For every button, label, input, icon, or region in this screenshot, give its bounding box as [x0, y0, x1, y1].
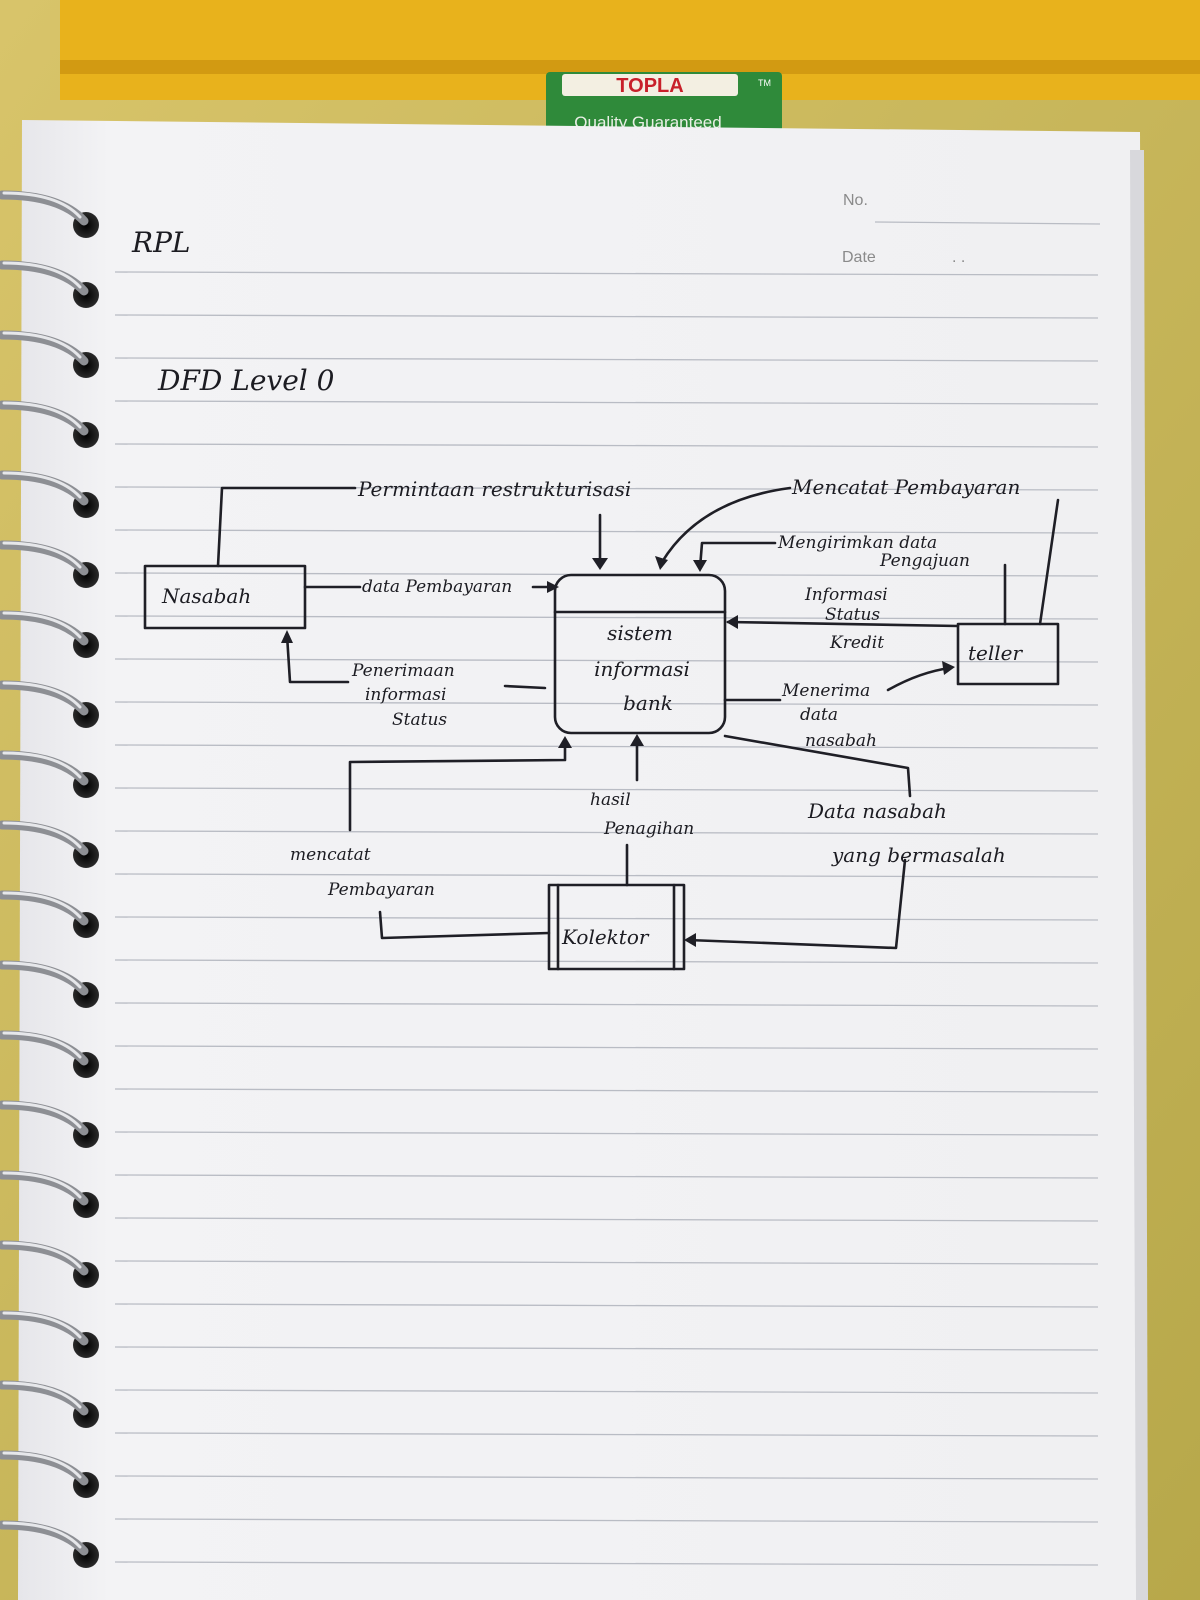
ruled-line [114, 1303, 1099, 1308]
ruled-line [114, 1217, 1099, 1222]
svg-text:informasi: informasi [365, 685, 446, 705]
svg-text:Data nasabah: Data nasabah [807, 799, 947, 823]
diagram-title: DFD Level 0 [157, 364, 334, 397]
ruled-line [114, 959, 1099, 964]
svg-text:Status: Status [392, 710, 447, 730]
ruled-line [114, 1260, 1099, 1265]
date-dots: . . [952, 249, 965, 266]
ruled-line [114, 916, 1099, 921]
ruled-line [114, 1174, 1099, 1179]
svg-text:Menerima: Menerima [781, 681, 870, 701]
ruled-line [114, 744, 1099, 749]
svg-text:data Pembayaran: data Pembayaran [362, 577, 512, 597]
ruled-line [114, 787, 1099, 792]
svg-text:Penagihan: Penagihan [603, 819, 694, 839]
svg-text:Informasi: Informasi [804, 585, 888, 605]
svg-text:Pembayaran: Pembayaran [327, 880, 435, 900]
number-label: No. [843, 192, 868, 209]
flow-hasil-penagihan: hasil Penagihan [590, 734, 694, 887]
date-label: Date [842, 249, 876, 266]
ruled-lines [114, 271, 1099, 1566]
svg-text:hasil: hasil [590, 790, 631, 810]
ruled-line [114, 1045, 1099, 1050]
entity-teller: teller [956, 622, 1060, 686]
flow-permintaan-restrukturisasi: Permintaan restrukturisasi [216, 477, 631, 570]
ruled-line [114, 615, 1099, 620]
flow-menerima-data-nasabah: Menerima data nasabah [723, 661, 955, 751]
entity-nasabah: Nasabah [143, 564, 307, 630]
flow-data-pembayaran: data Pembayaran [303, 577, 559, 597]
ruled-line [114, 701, 1099, 706]
svg-text:informasi: informasi [594, 657, 690, 681]
ruled-line [114, 1002, 1099, 1007]
ruled-line [114, 1475, 1099, 1480]
ruled-line [114, 873, 1099, 878]
svg-text:mencatat: mencatat [290, 845, 371, 865]
svg-text:sistem: sistem [607, 621, 673, 645]
entity-kolektor: Kolektor [547, 883, 686, 971]
ruled-line [114, 1389, 1099, 1394]
subject-heading: RPL [131, 226, 191, 259]
svg-text:yang bermasalah: yang bermasalah [831, 843, 1006, 867]
ruled-line [114, 271, 1099, 276]
brand-name: TOPLA [616, 75, 683, 97]
svg-text:nasabah: nasabah [805, 731, 877, 751]
ruled-line [114, 830, 1099, 835]
svg-text:Mencatat Pembayaran: Mencatat Pembayaran [791, 475, 1020, 499]
svg-text:bank: bank [623, 691, 673, 715]
ruled-line [114, 443, 1099, 448]
flow-mencatat-pembayaran-kolektor: mencatat Pembayaran [290, 736, 572, 940]
ruled-line [114, 658, 1099, 663]
flow-mengirimkan-data-pengajuan: Mengirimkan data Pengajuan [693, 533, 1007, 626]
ruled-line [114, 529, 1099, 534]
svg-text:Status: Status [825, 605, 880, 625]
flow-informasi-status-kredit: Informasi Status Kredit [726, 585, 960, 653]
dfd-diagram: Nasabah sistem informasi bank teller Kol… [143, 475, 1060, 971]
svg-text:teller: teller [968, 641, 1024, 665]
flow-penerimaan-informasi-status: Penerimaan informasi Status [281, 630, 547, 730]
svg-text:Permintaan restrukturisasi: Permintaan restrukturisasi [357, 477, 631, 501]
ruled-line [114, 314, 1099, 319]
svg-text:Nasabah: Nasabah [161, 584, 251, 608]
ruled-line [114, 400, 1099, 405]
ruled-line [114, 1088, 1099, 1093]
svg-text:data: data [800, 705, 838, 725]
flow-data-nasabah-bermasalah: Data nasabah yang bermasalah [684, 734, 1006, 950]
svg-text:TM: TM [758, 78, 771, 88]
notebook-page [18, 120, 1146, 1600]
ruled-line [114, 357, 1099, 362]
ruled-line [114, 1518, 1099, 1523]
svg-text:Kredit: Kredit [829, 633, 884, 653]
flow-mencatat-pembayaran-teller: Mencatat Pembayaran [655, 475, 1060, 626]
spiral-binding [0, 190, 99, 1568]
process-sistem-informasi-bank: sistem informasi bank [553, 573, 727, 735]
svg-text:Penerimaan: Penerimaan [351, 661, 455, 681]
ruled-line [114, 1131, 1099, 1136]
svg-text:Pengajuan: Pengajuan [879, 551, 970, 571]
ruled-line [114, 1346, 1099, 1351]
ruled-line [114, 1432, 1099, 1437]
ruled-line [114, 1561, 1099, 1566]
svg-text:Mengirimkan data: Mengirimkan data [777, 533, 937, 553]
svg-text:Kolektor: Kolektor [561, 925, 650, 949]
